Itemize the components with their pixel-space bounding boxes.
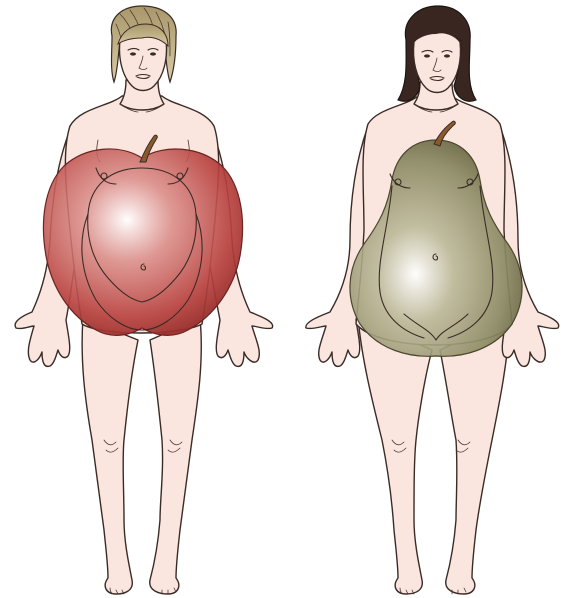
pear-right-leg <box>440 318 510 594</box>
pear-left-leg <box>358 318 432 594</box>
apple-fruit <box>43 149 242 335</box>
apple-left-leg <box>82 318 138 594</box>
pear-figure <box>306 6 559 594</box>
apple-right-leg <box>150 318 202 594</box>
apple-figure <box>15 6 273 594</box>
